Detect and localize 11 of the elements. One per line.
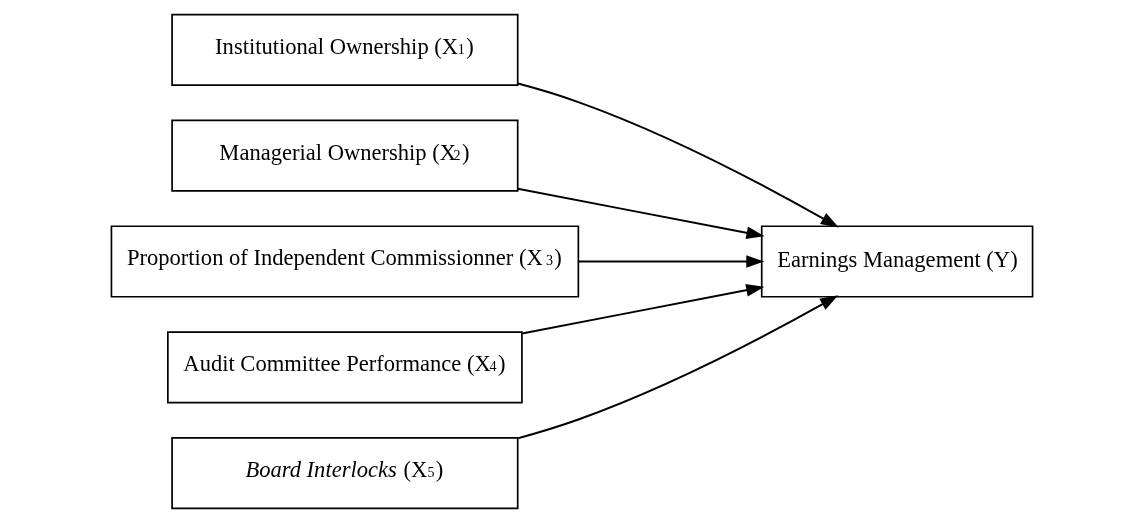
node-box: Audit Committee Performance (X4): [167, 330, 523, 403]
arrow: [516, 187, 765, 239]
arrow: [521, 283, 765, 334]
arrow: [517, 82, 839, 228]
node-box: Earnings Management (Y): [760, 224, 1034, 298]
arrow: [577, 254, 765, 268]
node-box: Managerial Ownership (X2): [171, 119, 519, 192]
node-box: Board Interlocks (X5): [171, 436, 519, 509]
node-box: Institutional Ownership (X1): [171, 13, 519, 86]
arrow: [517, 294, 839, 439]
node-box: Proportion of Independent Commissionner (X3): [110, 224, 580, 298]
